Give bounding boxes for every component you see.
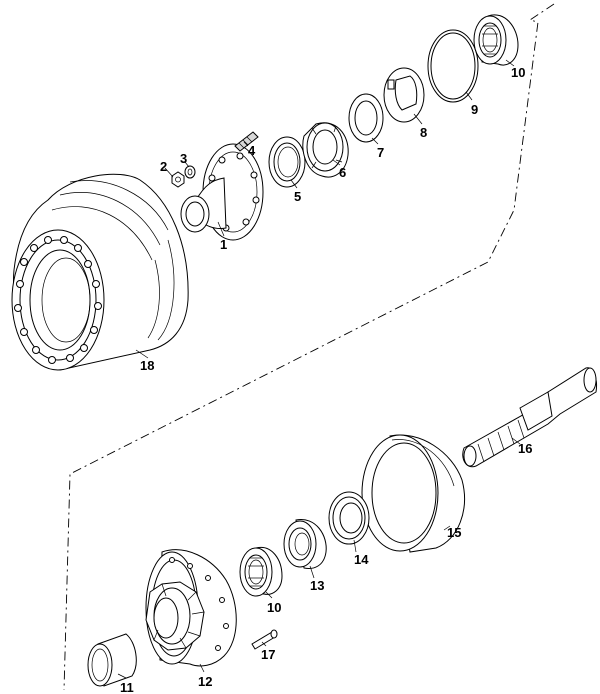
castle-nut-part-6 <box>302 122 349 178</box>
seal-ring-part-5 <box>268 136 306 188</box>
dust-cover-part-15 <box>361 434 465 553</box>
flanged-hub-part-1 <box>180 143 264 241</box>
callout-17: 17 <box>261 647 275 662</box>
callout-10-top: 10 <box>511 65 525 80</box>
callout-11: 11 <box>120 680 134 694</box>
callout-6: 6 <box>339 165 346 180</box>
callout-labels: 1 2 3 4 5 6 7 8 9 10 18 16 15 14 13 10 1… <box>120 65 532 694</box>
callout-4: 4 <box>248 143 256 158</box>
tab-washer-part-8 <box>383 67 425 123</box>
callout-10-bottom: 10 <box>267 600 281 615</box>
callout-9: 9 <box>471 102 478 117</box>
callout-3: 3 <box>180 151 187 166</box>
callout-13: 13 <box>310 578 324 593</box>
callout-5: 5 <box>294 189 301 204</box>
callout-16: 16 <box>518 441 532 456</box>
lock-washer-part-7 <box>348 93 384 143</box>
roller-bearing-part-10-bottom <box>239 546 283 597</box>
callout-14: 14 <box>354 552 369 567</box>
brake-drum-part-18 <box>11 173 189 371</box>
bearing-cone-part-13 <box>283 519 327 569</box>
leader-lines <box>117 59 521 679</box>
wheel-hub-part-12 <box>145 549 237 667</box>
callout-15: 15 <box>447 525 461 540</box>
callout-8: 8 <box>420 125 427 140</box>
bushing-part-11 <box>87 633 137 687</box>
callout-7: 7 <box>377 145 384 160</box>
seal-ring-part-14 <box>328 491 370 545</box>
nut-part-2 <box>171 171 185 188</box>
callout-12: 12 <box>198 674 212 689</box>
callout-1: 1 <box>220 237 227 252</box>
callout-18: 18 <box>140 358 154 373</box>
snap-ring-part-9 <box>427 29 479 103</box>
drum-bolt-holes <box>14 236 102 364</box>
washer-part-3 <box>184 165 196 179</box>
stud-part-4 <box>234 131 259 152</box>
roller-bearing-part-10-top <box>473 14 519 66</box>
callout-2: 2 <box>160 159 167 174</box>
axle-shaft-part-16 <box>462 367 597 468</box>
bolt-part-17 <box>251 629 278 650</box>
